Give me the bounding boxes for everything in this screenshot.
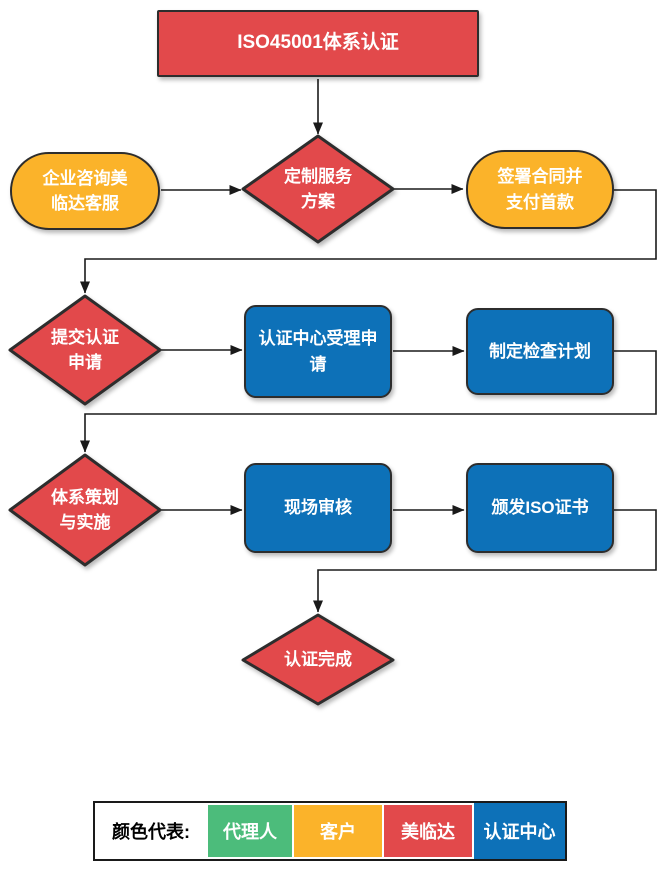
legend-item-meilinda: 美临达 bbox=[384, 805, 472, 857]
node-issue-certificate: 颁发ISO证书 bbox=[466, 463, 614, 553]
connector-sign-contract-to-submit-application bbox=[80, 189, 657, 294]
node-inspection-plan: 制定检查计划 bbox=[466, 308, 614, 395]
node-submit-application-diamond bbox=[8, 294, 162, 406]
legend-item-agent: 代理人 bbox=[208, 805, 292, 857]
node-custom-service-plan-diamond bbox=[241, 134, 395, 244]
node-sign-contract: 签署合同并 支付首款 bbox=[466, 150, 614, 229]
node-consult-customer-service: 企业咨询美 临达客服 bbox=[10, 152, 160, 230]
node-title: ISO45001体系认证 bbox=[157, 10, 479, 77]
node-system-planning-diamond bbox=[8, 453, 162, 567]
connector-issue-certificate-to-complete bbox=[313, 509, 657, 613]
legend-item-certification-center: 认证中心 bbox=[474, 803, 565, 859]
node-certification-complete-diamond bbox=[241, 613, 395, 706]
legend-label: 颜色代表: bbox=[112, 822, 190, 842]
node-accept-application: 认证中心受理申 请 bbox=[244, 305, 392, 398]
legend-item-customer: 客户 bbox=[294, 805, 382, 857]
legend: 颜色代表: 代理人 客户 美临达 认证中心 bbox=[93, 801, 567, 861]
connector-inspection-plan-to-system-planning bbox=[80, 350, 657, 453]
node-onsite-audit: 现场审核 bbox=[244, 463, 392, 553]
